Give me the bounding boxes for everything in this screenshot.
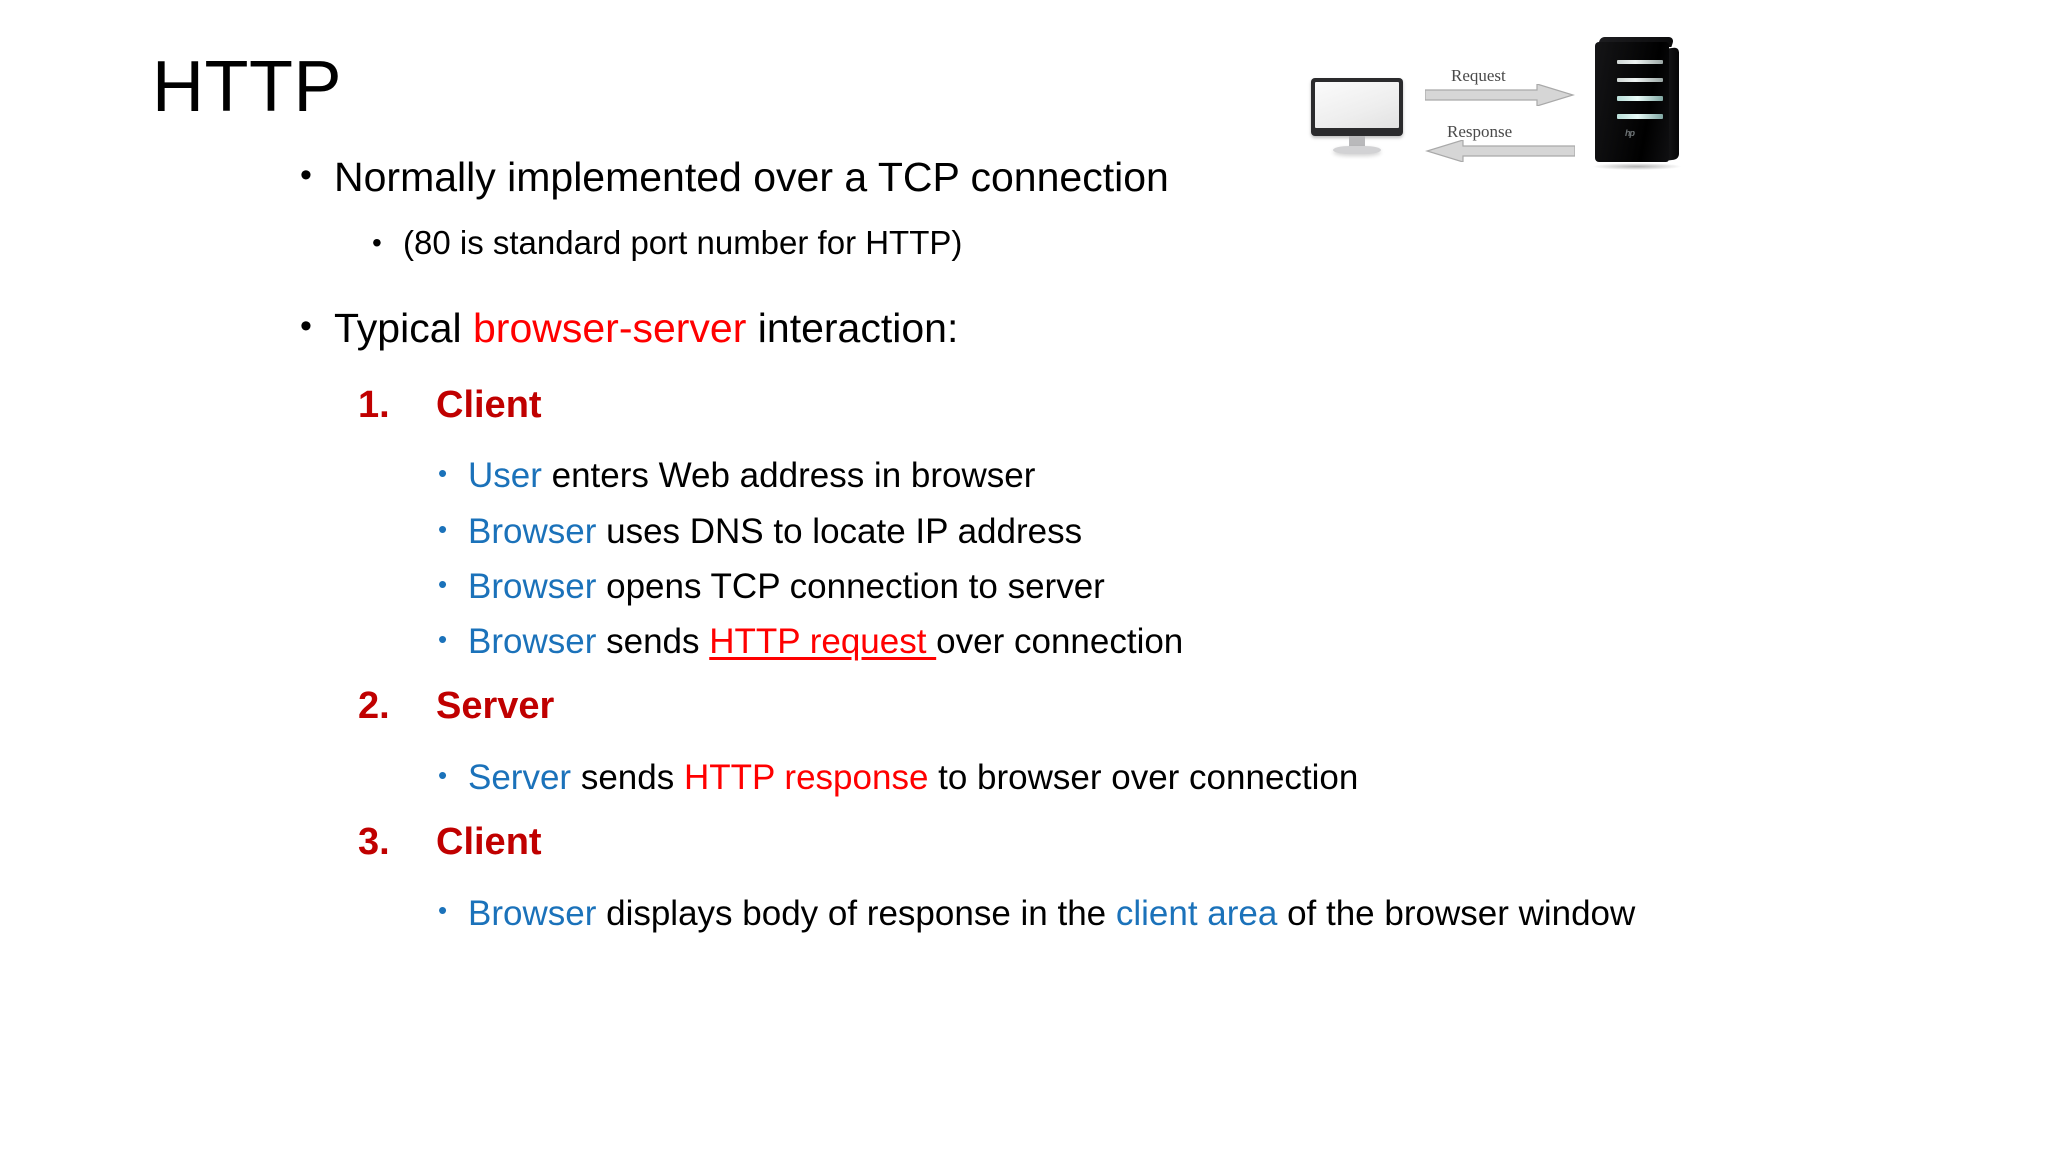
server-drive-bay bbox=[1617, 60, 1663, 64]
request-arrow-label: Request bbox=[1451, 66, 1506, 85]
list-item-http-request: • Browser sends HTTP request over connec… bbox=[438, 622, 1800, 661]
actor-label: Server bbox=[468, 757, 572, 797]
actor-label: User bbox=[468, 456, 542, 496]
http-response-emphasis: HTTP response bbox=[683, 757, 929, 797]
server-drive-bay bbox=[1617, 96, 1663, 101]
bullet-tcp-connection: • Normally implemented over a TCP connec… bbox=[300, 154, 1800, 201]
bullet-port-number: • (80 is standard port number for HTTP) bbox=[372, 223, 1800, 262]
list-item-rest: opens TCP connection to server bbox=[596, 566, 1105, 606]
server-drive-bay bbox=[1617, 114, 1663, 119]
diagram-arrows: Request Response bbox=[1425, 44, 1575, 164]
page-title: HTTP bbox=[152, 47, 342, 127]
step-heading-client-1: 1. Client bbox=[358, 384, 1800, 427]
bullet-text-post: interaction: bbox=[746, 304, 959, 351]
bullet-text-pre: Typical bbox=[334, 304, 473, 351]
bullet-marker: • bbox=[438, 895, 448, 926]
list-item-text: Browser opens TCP connection to server bbox=[468, 567, 1105, 606]
step-label: Client bbox=[436, 820, 542, 863]
list-item-http-response: • Server sends HTTP response to browser … bbox=[438, 758, 1800, 797]
bullet-marker: • bbox=[438, 568, 448, 599]
bullet-marker: • bbox=[438, 513, 448, 544]
response-arrow-label: Response bbox=[1447, 122, 1513, 141]
list-item-rest: over connection bbox=[936, 621, 1184, 661]
server-drive-bay bbox=[1617, 78, 1663, 82]
list-item: • User enters Web address in browser bbox=[438, 456, 1800, 495]
step-number: 1. bbox=[358, 383, 390, 426]
arrow-left-icon bbox=[1425, 140, 1575, 162]
bullet-typical-interaction: • Typical browser-server interaction: bbox=[300, 304, 1800, 352]
list-item-mid: sends bbox=[571, 757, 684, 797]
list-item-text: Server sends HTTP response to browser ov… bbox=[468, 758, 1358, 797]
list-item: • Browser uses DNS to locate IP address bbox=[438, 512, 1800, 551]
list-item-mid: sends bbox=[596, 621, 710, 661]
server-shadow bbox=[1593, 163, 1681, 170]
step-number: 3. bbox=[358, 820, 390, 863]
monitor-base bbox=[1333, 146, 1381, 154]
body-outline: • Normally implemented over a TCP connec… bbox=[300, 154, 1800, 952]
list-item-rest: to browser over connection bbox=[928, 757, 1359, 797]
list-item-mid: displays body of response in the bbox=[596, 894, 1116, 934]
arrow-right-icon bbox=[1425, 84, 1575, 106]
monitor-icon bbox=[1311, 78, 1403, 158]
list-item-rest: uses DNS to locate IP address bbox=[596, 511, 1083, 551]
list-item-text: User enters Web address in browser bbox=[468, 456, 1035, 495]
list-item-text: Browser sends HTTP request over connecti… bbox=[468, 622, 1183, 661]
browser-server-highlight: browser-server bbox=[473, 304, 747, 351]
actor-label: Browser bbox=[468, 566, 597, 606]
bullet-text: (80 is standard port number for HTTP) bbox=[403, 223, 963, 261]
monitor-neck bbox=[1349, 136, 1365, 148]
list-item-rest: of the browser window bbox=[1277, 894, 1636, 934]
client-server-diagram: Request Response hp bbox=[1295, 20, 1725, 185]
actor-label: Browser bbox=[468, 511, 597, 551]
step-label: Server bbox=[436, 685, 555, 728]
actor-label: Browser bbox=[468, 621, 597, 661]
bullet-marker: • bbox=[372, 226, 382, 258]
list-item-text: Browser displays body of response in the… bbox=[468, 893, 1635, 936]
bullet-marker: • bbox=[438, 458, 448, 489]
step-heading-client-3: 3. Client bbox=[358, 821, 1800, 864]
bullet-text: Typical browser-server interaction: bbox=[334, 304, 959, 352]
actor-label: Browser bbox=[468, 894, 597, 934]
bullet-text: Normally implemented over a TCP connecti… bbox=[334, 154, 1169, 200]
monitor-screen bbox=[1315, 82, 1399, 128]
bullet-marker: • bbox=[438, 759, 448, 790]
http-request-emphasis: HTTP request bbox=[709, 621, 937, 661]
bullet-marker: • bbox=[438, 623, 448, 654]
monitor-frame bbox=[1311, 78, 1403, 136]
client-area-emphasis: client area bbox=[1115, 894, 1278, 934]
server-brand-logo: hp bbox=[1625, 128, 1635, 138]
list-item-rest: enters Web address in browser bbox=[541, 456, 1036, 496]
step-number: 2. bbox=[358, 685, 390, 728]
step-heading-server-2: 2. Server bbox=[358, 685, 1800, 728]
list-item-text: Browser uses DNS to locate IP address bbox=[468, 512, 1082, 551]
list-item: • Browser opens TCP connection to server bbox=[438, 567, 1800, 606]
step-label: Client bbox=[436, 383, 542, 426]
list-item-client-area: • Browser displays body of response in t… bbox=[438, 893, 1800, 936]
bullet-marker: • bbox=[300, 306, 312, 345]
bullet-marker: • bbox=[300, 156, 312, 194]
server-tower-icon: hp bbox=[1587, 34, 1687, 172]
